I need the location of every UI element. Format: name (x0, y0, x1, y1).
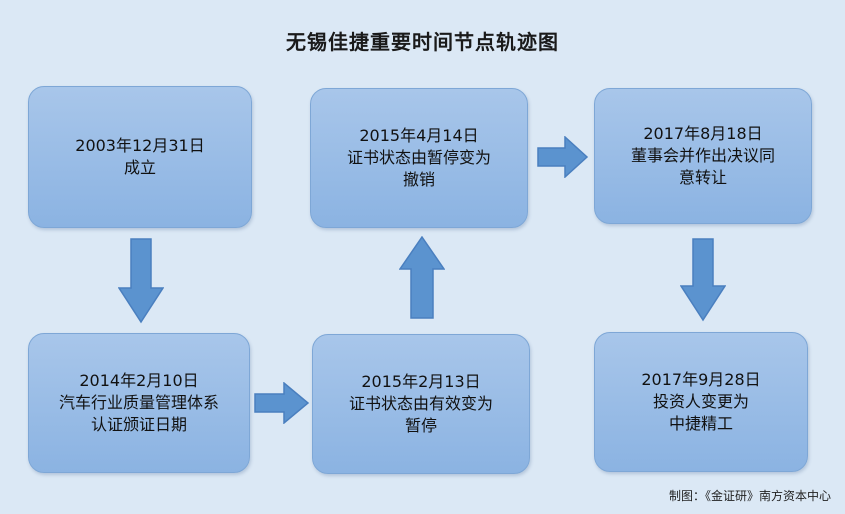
node-date: 2003年12月31日 (75, 136, 205, 155)
arrow-right-icon (537, 136, 589, 178)
arrow-down-icon (680, 238, 726, 322)
node-date: 2017年8月18日 (643, 124, 763, 143)
arrow-down-icon (118, 238, 164, 324)
arrow-right-icon (254, 382, 310, 424)
node-board-resolution: 2017年8月18日 董事会并作出决议同 意转让 (594, 88, 812, 224)
node-date: 2017年9月28日 (641, 370, 761, 389)
node-cert-issued: 2014年2月10日 汽车行业质量管理体系 认证颁证日期 (28, 333, 250, 473)
node-text: 投资人变更为 中捷精工 (652, 392, 749, 433)
diagram-title: 无锡佳捷重要时间节点轨迹图 (286, 30, 559, 54)
node-date: 2015年2月13日 (361, 372, 481, 391)
node-text: 汽车行业质量管理体系 认证颁证日期 (58, 393, 219, 434)
node-text: 证书状态由有效变为 暂停 (348, 394, 493, 435)
node-founded: 2003年12月31日 成立 (28, 86, 252, 228)
node-investor-change: 2017年9月28日 投资人变更为 中捷精工 (594, 332, 808, 472)
node-date: 2015年4月14日 (359, 126, 479, 145)
source-credit: 制图：《金证研》南方资本中心 (668, 489, 831, 503)
node-date: 2014年2月10日 (79, 371, 199, 390)
arrow-up-icon (399, 236, 445, 319)
node-text: 董事会并作出决议同 意转让 (630, 146, 775, 187)
node-cert-suspended: 2015年2月13日 证书状态由有效变为 暂停 (312, 334, 530, 474)
node-cert-revoked: 2015年4月14日 证书状态由暂停变为 撤销 (310, 88, 528, 228)
node-text: 证书状态由暂停变为 撤销 (346, 148, 491, 189)
node-text: 成立 (123, 158, 156, 177)
